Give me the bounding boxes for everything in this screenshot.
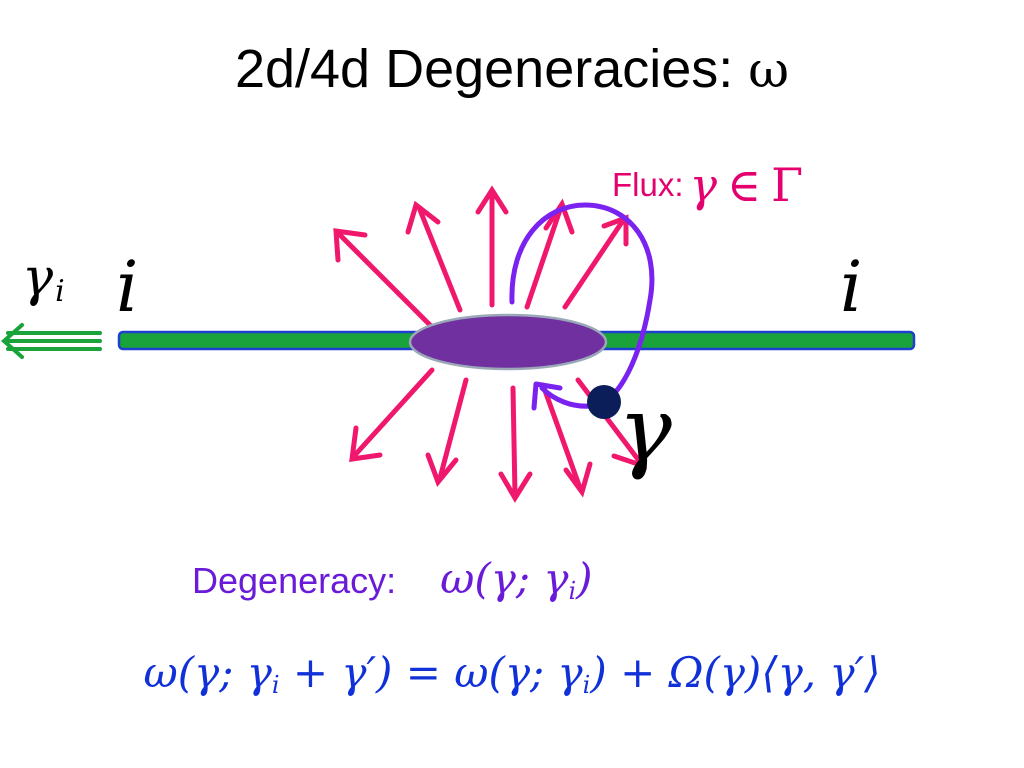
flux-arrow-icon	[540, 382, 593, 498]
title-text: 2d/4d Degeneracies:	[234, 39, 749, 99]
flux-arrow-icon	[575, 377, 648, 470]
formula-sub-2: i	[582, 671, 591, 699]
gamma-i-symbol: γ	[22, 248, 54, 308]
degeneracy-row: Degeneracy: ω(γ; γi)	[192, 554, 593, 605]
degeneracy-expression: ω(γ; γi)	[440, 554, 593, 605]
vacuum-right-label: i	[840, 246, 863, 328]
element-of-symbol: ∈	[727, 158, 762, 212]
triple-left-arrow-icon	[0, 323, 102, 359]
title-omega: ω	[748, 41, 790, 99]
charge-gamma-i-label: γi	[22, 248, 65, 309]
formula-part-2: + γ′) = ω(γ; γ	[279, 648, 583, 697]
degeneracy-expr-sub: i	[568, 577, 577, 605]
formula-part-3: ) + Ω(γ)⟨γ, γ′⟩	[590, 648, 881, 697]
flux-arrow-icon	[475, 185, 509, 308]
degeneracy-expr-close: )	[576, 554, 593, 603]
soliton-gamma-label: γ	[618, 378, 672, 483]
degeneracy-label: Degeneracy:	[192, 560, 397, 601]
flux-arrow-icon	[349, 367, 435, 462]
gamma-i-subscript: i	[55, 274, 65, 309]
flux-gamma: γ	[689, 158, 718, 212]
soliton-dot-icon	[587, 385, 621, 419]
page-title: 2d/4d Degeneracies: ω	[0, 38, 1024, 100]
formula-part-1: ω(γ; γ	[143, 648, 272, 697]
flux-text: Flux:	[612, 166, 684, 203]
degeneracy-expr-main: ω(γ; γ	[440, 554, 569, 603]
flux-arrow-icon	[524, 198, 575, 310]
formula-sub-1: i	[271, 671, 280, 699]
lattice-gamma: Γ	[771, 158, 803, 212]
wall-crossing-formula: ω(γ; γi + γ′) = ω(γ; γi) + Ω(γ)⟨γ, γ′⟩	[0, 648, 1024, 699]
flux-label: Flux:γ∈Γ	[612, 158, 803, 212]
flux-arrows-upper	[333, 185, 629, 328]
vacuum-left-label: i	[116, 246, 139, 328]
flux-arrow-icon	[425, 377, 469, 487]
flux-arrow-icon	[498, 385, 533, 503]
flux-arrow-icon	[333, 228, 433, 328]
core-ellipse	[408, 313, 608, 371]
flux-arrows-lower	[349, 367, 648, 503]
flux-arrow-icon	[405, 200, 463, 313]
